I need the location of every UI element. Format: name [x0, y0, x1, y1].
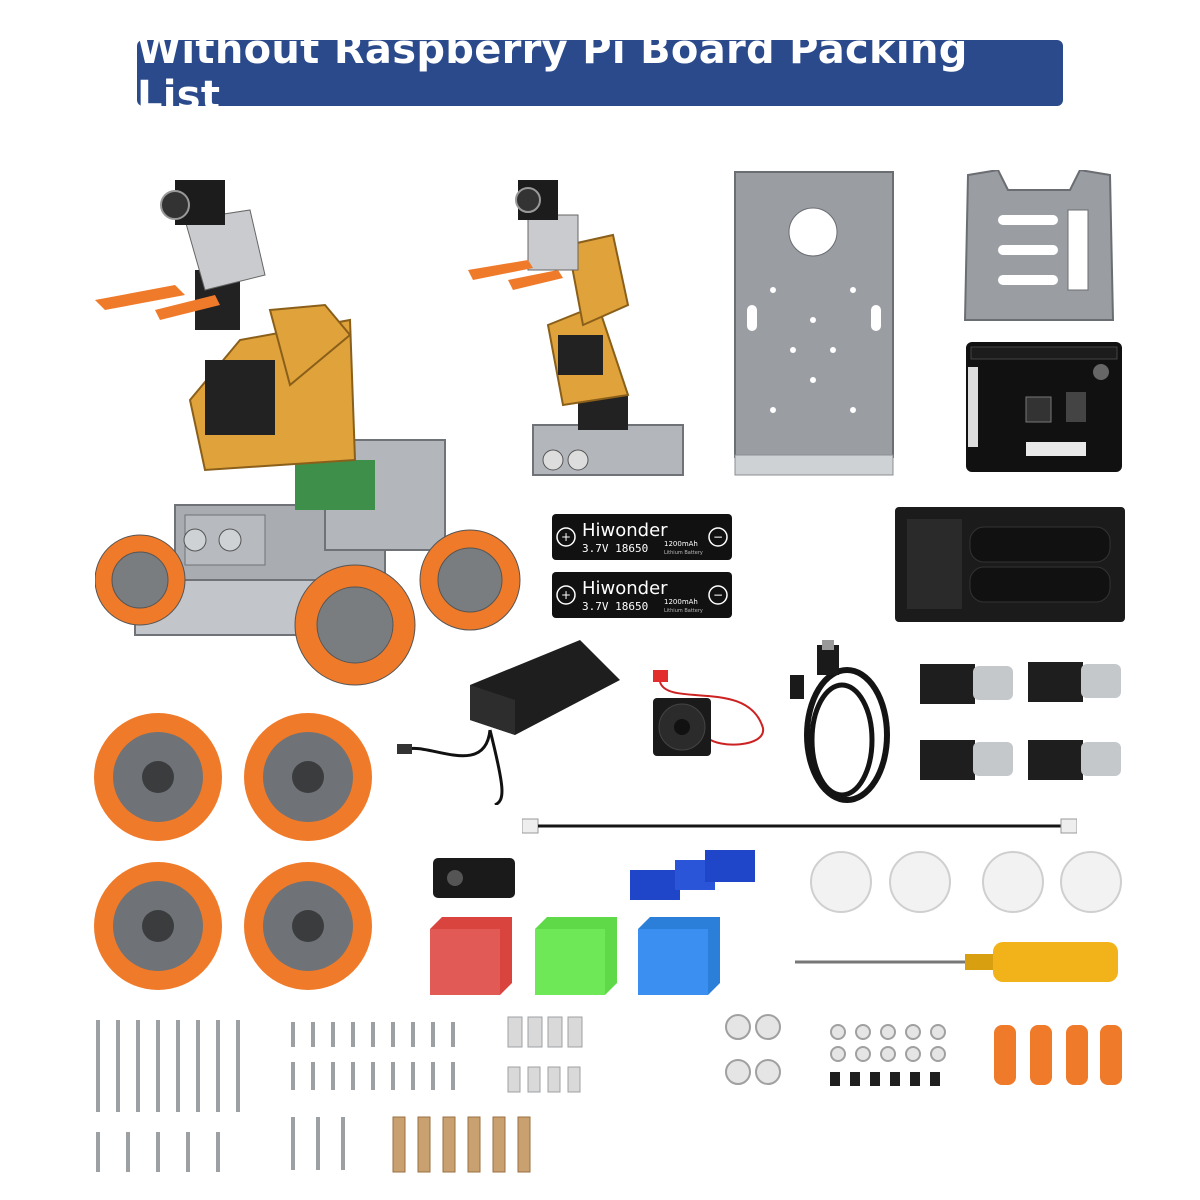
battery-brand: Hiwonder — [582, 520, 668, 541]
mecanum-wheels — [90, 712, 380, 992]
page-title: Without Raspberry Pi Board Packing List — [137, 27, 968, 119]
servo-discs — [808, 850, 1123, 915]
expansion-board — [966, 342, 1122, 472]
svg-text:−: − — [713, 530, 723, 544]
rollers — [992, 1020, 1125, 1090]
power-adapter — [395, 640, 625, 805]
card-reader — [433, 858, 515, 898]
battery-holder — [895, 507, 1125, 622]
color-cube-red — [430, 917, 512, 995]
motor-set — [918, 652, 1123, 790]
metal-bracket — [958, 170, 1120, 322]
battery-spec: 3.7V 18650 — [582, 600, 648, 613]
battery-1: + − Hiwonder 3.7V 18650 1200mAh Lithium … — [552, 514, 732, 560]
battery-type: Lithium Battery — [664, 608, 703, 614]
color-cube-blue — [638, 917, 720, 995]
cooling-fan — [648, 668, 770, 768]
assembled-robot-car — [95, 160, 525, 690]
battery-brand: Hiwonder — [582, 578, 668, 599]
screws-hardware — [88, 1012, 978, 1177]
battery-spec: 3.7V 18650 — [582, 542, 648, 555]
color-cube-green — [535, 917, 617, 995]
heatsinks — [630, 845, 758, 905]
battery-capacity: 1200mAh — [664, 598, 698, 606]
svg-text:−: − — [713, 588, 723, 602]
svg-text:+: + — [561, 530, 571, 544]
chassis-plate — [733, 170, 895, 478]
robot-arm — [468, 165, 693, 480]
screwdriver — [795, 940, 1120, 985]
battery-type: Lithium Battery — [664, 550, 703, 556]
connector-cable — [522, 815, 1077, 837]
battery-capacity: 1200mAh — [664, 540, 698, 548]
usb-cable — [782, 640, 897, 808]
svg-text:+: + — [561, 588, 571, 602]
title-banner: Without Raspberry Pi Board Packing List — [137, 27, 1063, 119]
battery-2: + − Hiwonder 3.7V 18650 1200mAh Lithium … — [552, 572, 732, 618]
